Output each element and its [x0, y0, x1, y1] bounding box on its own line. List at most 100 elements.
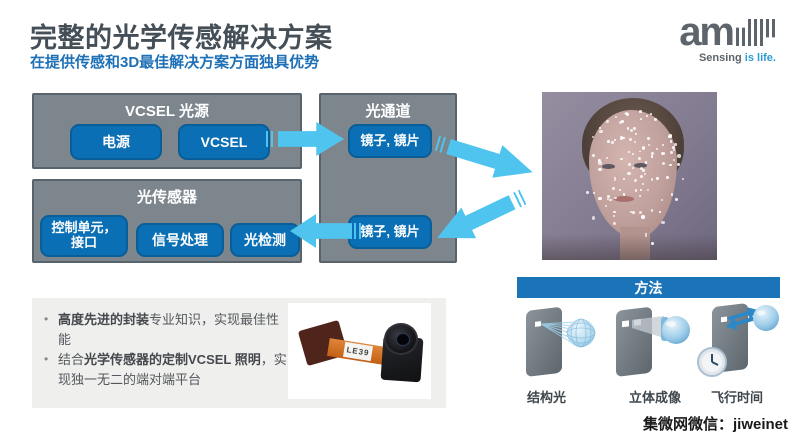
light-dot — [592, 136, 595, 139]
light-dot — [645, 115, 648, 117]
light-dot — [658, 211, 661, 213]
light-dot — [606, 120, 610, 123]
light-dot — [622, 136, 625, 140]
light-dot — [606, 194, 611, 198]
light-dot — [642, 183, 645, 185]
light-dot — [661, 198, 664, 201]
light-dot — [650, 208, 654, 212]
light-dot — [627, 127, 630, 130]
light-dot — [640, 189, 643, 192]
light-dot — [639, 150, 641, 153]
control-unit-line1: 控制单元， — [51, 220, 117, 236]
light-dot — [673, 159, 676, 162]
tagline-blue: is life. — [741, 52, 776, 64]
bullet-text: 结合光学传感器的定制VCSEL 照明，实现独一无二的端对端平台 — [58, 350, 292, 389]
light-dot — [677, 163, 681, 167]
light-dot — [639, 117, 643, 121]
light-dot — [651, 241, 655, 245]
light-dot — [669, 163, 672, 167]
light-dot — [639, 195, 642, 198]
light-dot — [637, 156, 642, 161]
ams-logo: am Sensing is life. — [676, 12, 776, 64]
light-dot — [591, 153, 595, 157]
camera-module-image: LE39 — [288, 303, 431, 399]
light-sensor-box: 光传感器 控制单元， 接口 信号处理 光检测 — [32, 179, 302, 263]
light-dot — [661, 143, 664, 147]
time-of-flight-icon — [697, 303, 779, 377]
light-dot — [618, 188, 621, 192]
light-dot — [622, 193, 626, 196]
method-label-stereo-imaging: 立体成像 — [629, 390, 682, 405]
light-dot — [629, 210, 632, 214]
light-dot — [643, 173, 646, 176]
light-dot — [639, 167, 643, 171]
bullet2-rest: ，实现独一无二的端对端平台 — [58, 352, 287, 387]
bullet-list: • 高度先进的封装专业知识，实现最佳性能 • 结合光学传感器的定制VCSEL 照… — [44, 310, 292, 390]
arrow-shape-icon — [278, 122, 344, 156]
light-dot — [612, 187, 615, 191]
face-scan-image — [542, 92, 717, 260]
light-dot — [613, 176, 617, 179]
power-node: 电源 — [70, 124, 162, 160]
light-dot — [632, 166, 635, 169]
face-bust-shadow — [542, 234, 717, 260]
light-dot — [681, 178, 685, 181]
arrow-tail-stripes-icon — [354, 223, 364, 239]
bullet-marker: • — [44, 352, 49, 366]
light-dot — [647, 143, 650, 146]
light-dot — [611, 141, 615, 145]
light-dot — [669, 140, 673, 143]
ams-logo-wordmark: am — [676, 12, 776, 52]
vcsel-source-box: VCSEL 光源 电源 VCSEL — [32, 93, 302, 169]
face-eye-left — [602, 164, 615, 169]
light-dot — [665, 176, 669, 180]
arrow-shape-icon — [290, 214, 352, 248]
light-dot — [628, 151, 631, 153]
light-dot — [641, 146, 646, 150]
arrow-tail-stripes-icon — [266, 131, 276, 147]
light-dot — [622, 178, 625, 181]
light-dot — [638, 109, 642, 113]
light-dot — [647, 137, 651, 141]
bullet1-rest: 专业知识，实现最佳性能 — [58, 312, 280, 347]
arrow-channel-to-detector-icon — [290, 214, 364, 248]
page-title: 完整的光学传感解决方案 — [30, 23, 333, 53]
light-dot — [605, 205, 608, 208]
light-dot — [640, 175, 644, 179]
bullet-item: • 结合光学传感器的定制VCSEL 照明，实现独一无二的端对端平台 — [44, 350, 292, 389]
arrow-shape-icon — [444, 130, 538, 188]
light-dot — [677, 154, 681, 158]
stereo-imaging-icon — [616, 307, 690, 377]
light-dot — [638, 210, 642, 215]
light-dot — [661, 220, 665, 224]
light-dot — [633, 179, 637, 183]
light-dot — [613, 210, 616, 213]
light-dot — [599, 127, 602, 129]
light-dot — [655, 176, 659, 180]
light-dot — [631, 211, 635, 214]
light-dot — [619, 136, 624, 140]
light-dot — [633, 126, 637, 130]
light-dot — [662, 161, 666, 165]
light-dot — [624, 112, 629, 116]
mirror-lens-top-node: 镜子, 镜片 — [348, 124, 432, 158]
light-dot — [641, 215, 645, 219]
structured-light-icon — [526, 307, 596, 377]
bullet2-pre: 结合 — [58, 352, 85, 367]
bullet-marker: • — [44, 312, 49, 326]
light-dot — [647, 189, 649, 192]
wechat-footer: 集微网微信：jiweinet — [642, 416, 788, 433]
summary-card: • 高度先进的封装专业知识，实现最佳性能 • 结合光学传感器的定制VCSEL 照… — [32, 298, 446, 408]
light-dot — [620, 119, 624, 124]
light-dot — [673, 148, 676, 151]
control-unit-line2: 接口 — [70, 235, 97, 250]
light-dot — [672, 146, 675, 150]
method-label-structured-light: 结构光 — [527, 390, 567, 405]
control-unit-node: 控制单元， 接口 — [40, 215, 128, 257]
light-sensor-box-title: 光传感器 — [136, 189, 197, 206]
tagline-gray: Sensing — [698, 52, 742, 64]
light-dot — [633, 141, 636, 144]
module-lens-icon — [384, 323, 418, 355]
light-dot — [598, 196, 602, 200]
light-dot — [629, 137, 633, 141]
